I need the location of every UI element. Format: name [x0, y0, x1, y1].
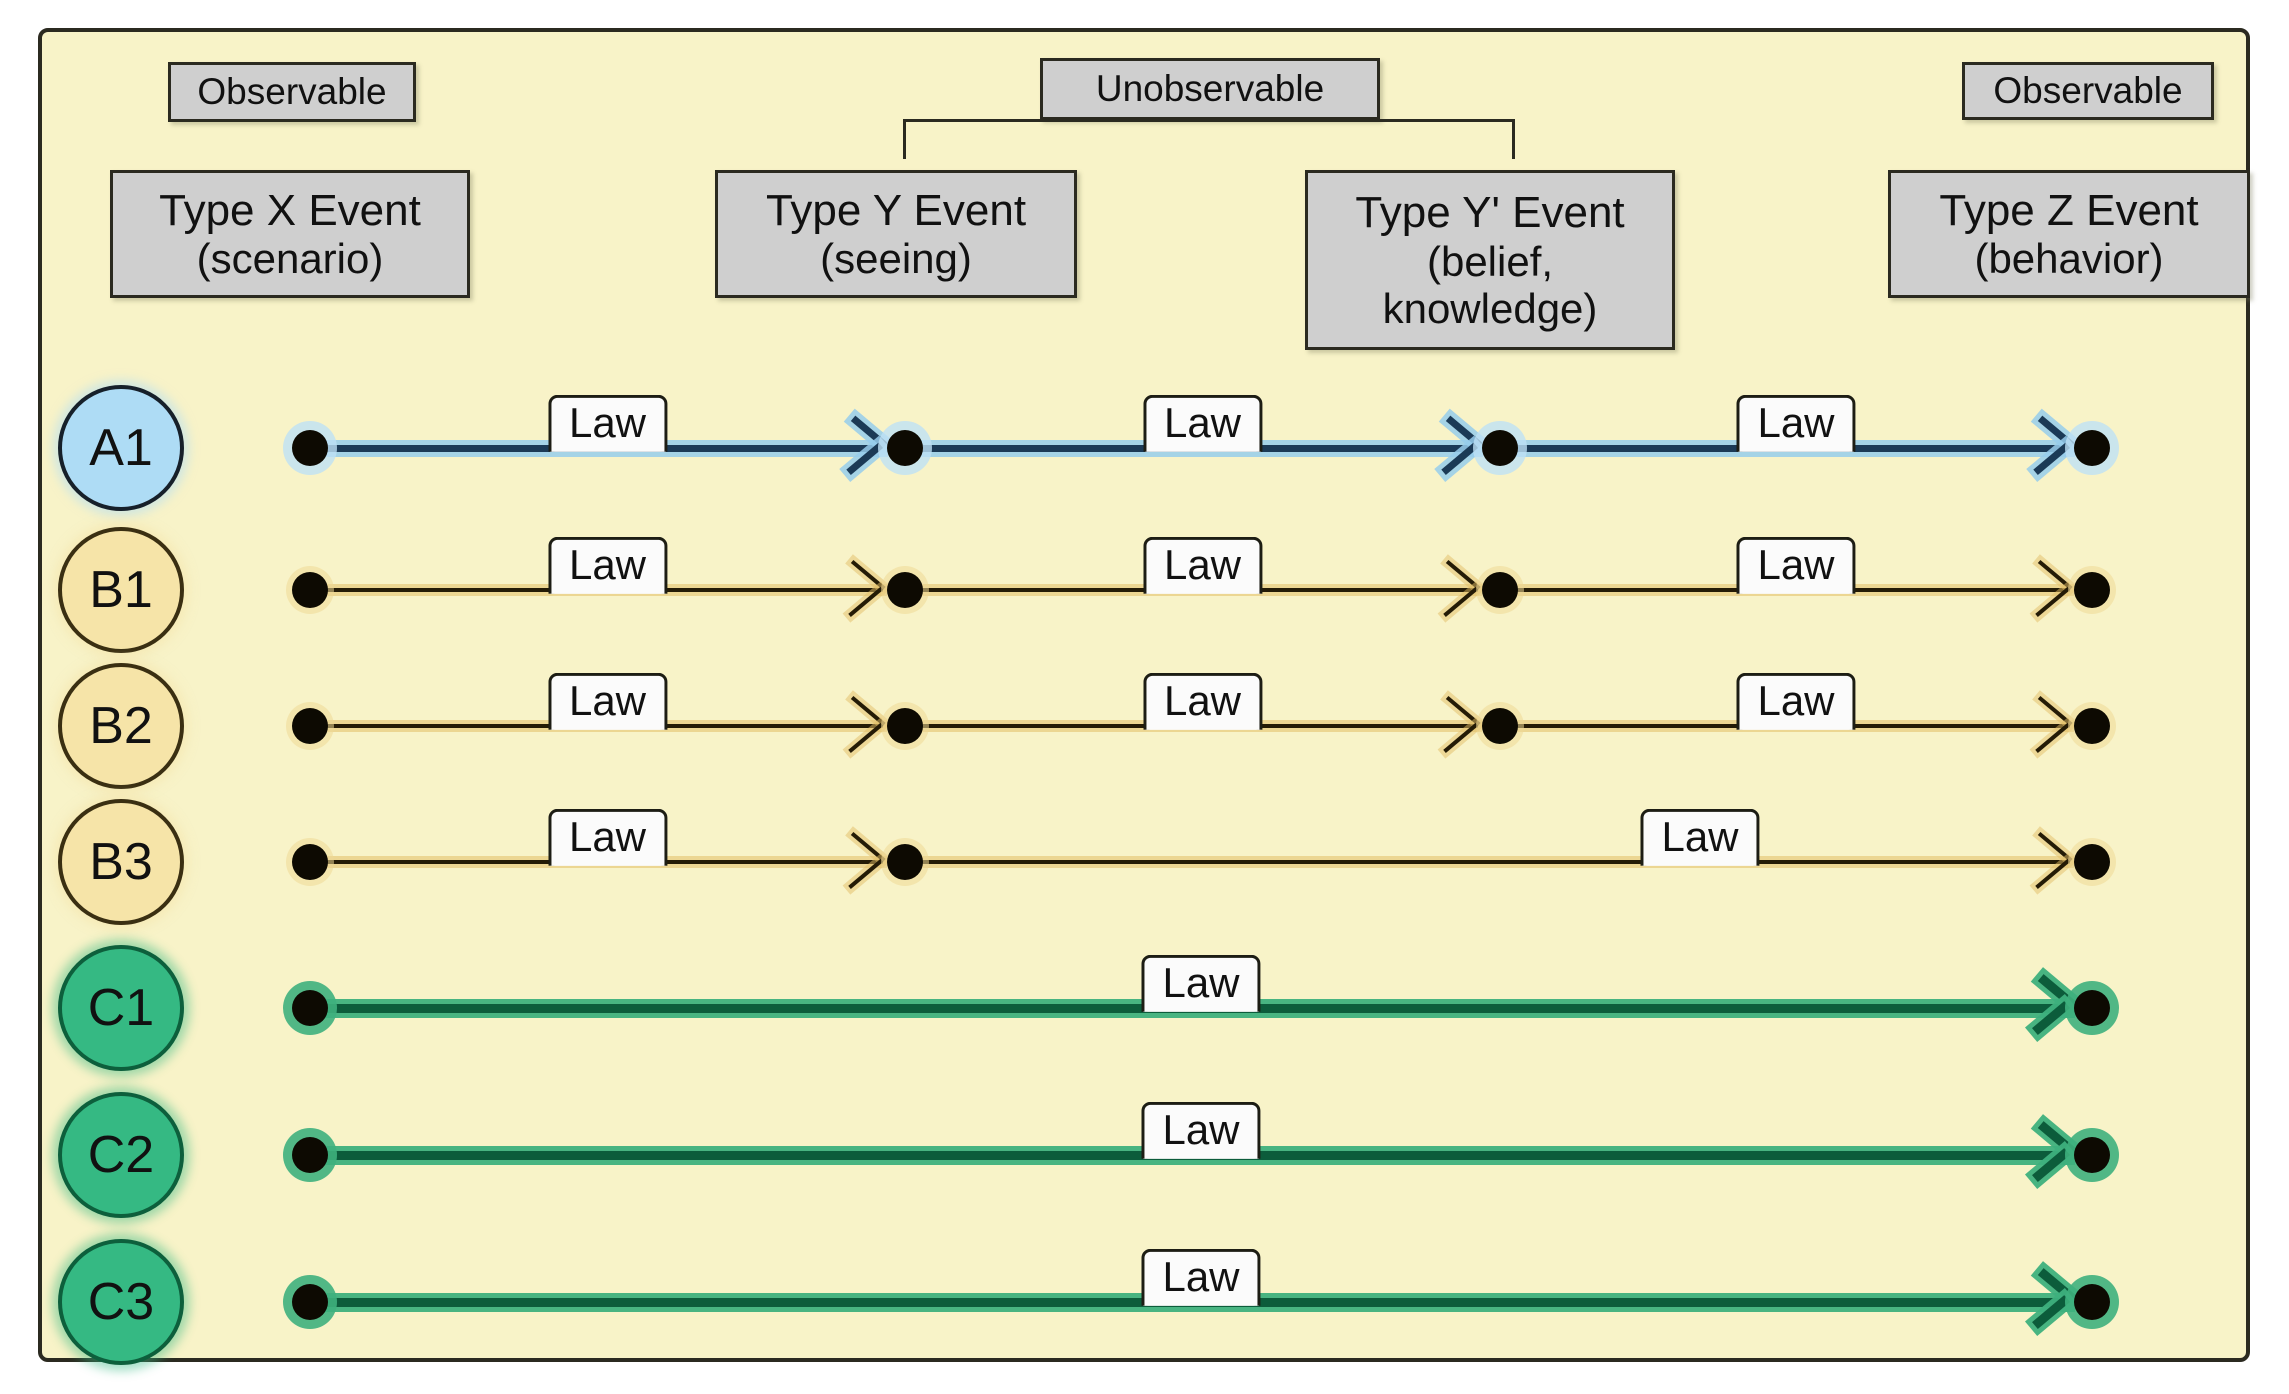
- row-id-circle-a1[interactable]: A1: [58, 385, 184, 511]
- edge-law-label: Law: [1736, 672, 1856, 730]
- event-node-y[interactable]: [887, 844, 923, 880]
- column-title-z: Type Z Event: [1939, 185, 2199, 235]
- edge-law-label: Law: [547, 394, 668, 452]
- row-id-circle-b2[interactable]: B2: [58, 663, 184, 789]
- row-id-label: B2: [89, 697, 153, 755]
- edge-law-label: Law: [1736, 536, 1856, 594]
- event-node-x[interactable]: [292, 430, 328, 466]
- column-box-type-y: Type Y Event (seeing): [715, 170, 1077, 298]
- event-node-yp[interactable]: [1482, 572, 1518, 608]
- column-title-x: Type X Event: [159, 185, 421, 235]
- event-node-x[interactable]: [292, 1137, 328, 1173]
- event-node-z[interactable]: [2074, 844, 2110, 880]
- event-node-x[interactable]: [292, 844, 328, 880]
- group-label-observable-left: Observable: [168, 62, 416, 122]
- event-node-y[interactable]: [887, 708, 923, 744]
- edge-law-label: Law: [1640, 808, 1760, 866]
- row-id-circle-b3[interactable]: B3: [58, 799, 184, 925]
- event-node-y[interactable]: [887, 430, 923, 466]
- row-id-label: A1: [89, 419, 153, 477]
- event-node-z[interactable]: [2074, 1137, 2110, 1173]
- edge-law-label: Law: [1142, 672, 1263, 730]
- event-node-x[interactable]: [292, 708, 328, 744]
- column-subtitle-y: (seeing): [820, 235, 972, 283]
- row-id-label: C3: [87, 1273, 155, 1331]
- column-box-type-x: Type X Event (scenario): [110, 170, 470, 298]
- event-node-z[interactable]: [2074, 1284, 2110, 1320]
- edge-law-label: Law: [1142, 536, 1263, 594]
- edge-law-label: Law: [547, 672, 668, 730]
- row-id-circle-c3[interactable]: C3: [58, 1239, 184, 1365]
- edge-law-label: Law: [547, 808, 668, 866]
- edge-law-label: Law: [1142, 394, 1263, 452]
- row-id-label: B1: [89, 561, 153, 619]
- row-id-label: B3: [89, 833, 153, 891]
- edge-law-label: Law: [547, 536, 668, 594]
- column-title-yprime: Type Y' Event: [1355, 188, 1625, 238]
- event-node-y[interactable]: [887, 572, 923, 608]
- edge-law-label: Law: [1141, 1101, 1261, 1159]
- column-subtitle-x: (scenario): [196, 235, 384, 283]
- column-subtitle-z: (behavior): [1974, 235, 2164, 283]
- event-node-x[interactable]: [292, 990, 328, 1026]
- row-id-circle-c2[interactable]: C2: [58, 1092, 184, 1218]
- event-node-x[interactable]: [292, 572, 328, 608]
- event-node-z[interactable]: [2074, 572, 2110, 608]
- group-label-observable-right: Observable: [1962, 62, 2214, 120]
- event-node-yp[interactable]: [1482, 708, 1518, 744]
- row-id-label: C2: [87, 1126, 155, 1184]
- unobservable-bracket: [903, 119, 1515, 159]
- edge-law-label: Law: [1141, 1248, 1261, 1306]
- column-box-type-yprime: Type Y' Event (belief, knowledge): [1305, 170, 1675, 350]
- column-box-type-z: Type Z Event (behavior): [1888, 170, 2250, 298]
- column-subtitle-yprime: (belief, knowledge): [1382, 237, 1598, 332]
- edge-law-label: Law: [1736, 394, 1856, 452]
- event-node-z[interactable]: [2074, 430, 2110, 466]
- row-id-circle-c1[interactable]: C1: [58, 945, 184, 1071]
- group-label-unobservable: Unobservable: [1040, 58, 1380, 120]
- edge-law-label: Law: [1141, 954, 1261, 1012]
- row-id-label: C1: [87, 979, 155, 1037]
- event-node-x[interactable]: [292, 1284, 328, 1320]
- event-node-z[interactable]: [2074, 708, 2110, 744]
- event-node-z[interactable]: [2074, 990, 2110, 1026]
- edge-line: [911, 860, 2070, 864]
- row-id-circle-b1[interactable]: B1: [58, 527, 184, 653]
- event-node-yp[interactable]: [1482, 430, 1518, 466]
- column-title-y: Type Y Event: [765, 185, 1027, 235]
